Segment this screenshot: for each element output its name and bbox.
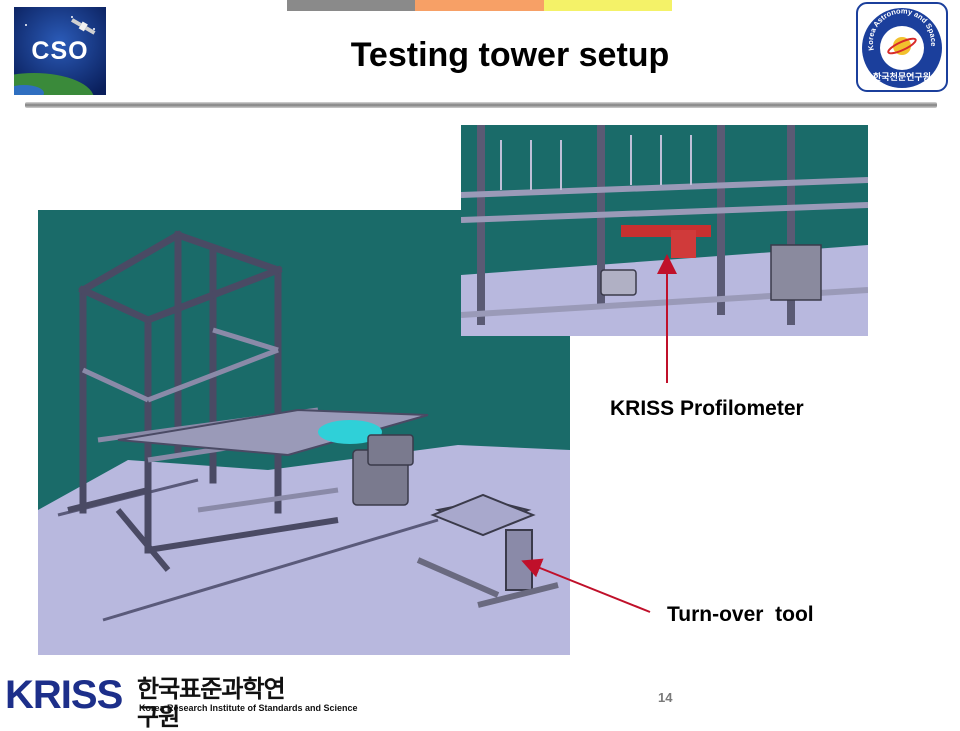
slide-title: Testing tower setup — [350, 36, 670, 74]
kasi-korean-text: 한국천문연구원 — [873, 71, 931, 83]
page-number: 14 — [658, 690, 673, 705]
top-bar-yellow — [544, 0, 672, 11]
title-underline — [25, 102, 937, 108]
kasi-logo: Korea Astronomy and Space Science Instit… — [856, 2, 948, 92]
top-bar-orange — [415, 0, 544, 11]
kasi-logo-graphic: Korea Astronomy and Space Science Instit… — [856, 2, 948, 92]
top-bar-gray — [287, 0, 415, 11]
kriss-logo-letters: KRISS — [5, 673, 123, 717]
kriss-logo: KRISS 한국표준과학연구원 Korea Research Institute… — [5, 673, 358, 731]
inset-profilometer-device — [621, 225, 711, 258]
cad-floor — [38, 445, 570, 655]
profilometer-label: KRISS Profilometer — [610, 397, 804, 420]
testing-tower-cad-image — [38, 210, 570, 655]
profilometer-cad-image — [461, 125, 868, 336]
cso-logo-text: CSO — [31, 37, 89, 65]
cso-logo: CSO — [14, 7, 106, 95]
turnover-tool-label: Turn-over tool — [667, 603, 814, 626]
cad-mirror — [318, 420, 382, 444]
kriss-english-name: Korea Research Institute of Standards an… — [139, 703, 358, 713]
cso-logo-graphic — [14, 7, 106, 95]
inset-floor — [461, 245, 868, 336]
